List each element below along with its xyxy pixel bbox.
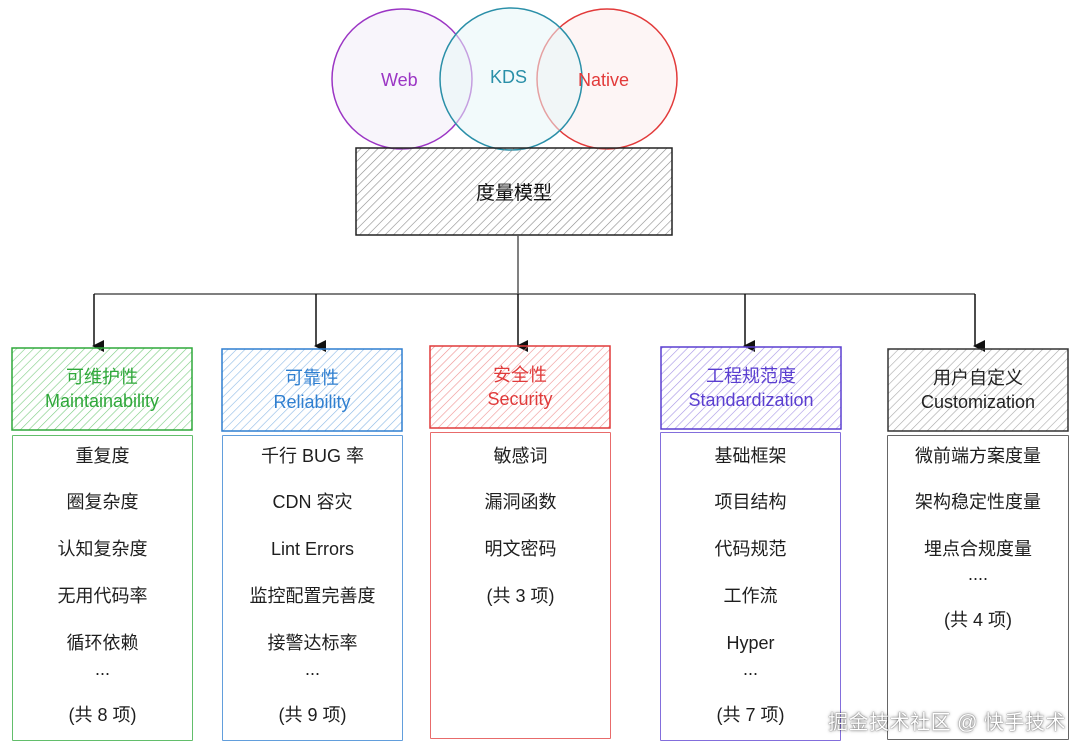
list-item: 项目结构 (714, 492, 787, 512)
list-item: 明文密码 (484, 539, 557, 559)
category-title-cn: 可靠性 (285, 368, 339, 388)
category-header-reliability: 可靠性 Reliability (222, 349, 402, 431)
list-item: 漏洞函数 (484, 492, 557, 512)
category-title-cn: 可维护性 (66, 367, 138, 387)
category-items-reliability: 千行 BUG 率 CDN 容灾 Lint Errors 监控配置完善度 接警达标… (223, 436, 402, 740)
category-title-cn: 工程规范度 (706, 366, 796, 386)
item-count: (共 8 项) (68, 705, 137, 725)
venn-label-native: Native (578, 70, 630, 90)
list-item: ... (742, 659, 758, 679)
list-item: 认知复杂度 (57, 539, 148, 559)
category-header-security: 安全性 Security (430, 346, 610, 428)
list-item: 代码规范 (714, 539, 787, 559)
category-title-en: Standardization (688, 390, 814, 410)
category-title-en: Maintainability (44, 391, 160, 411)
header-box-reliability (221, 348, 403, 432)
core-label: 度量模型 (475, 183, 552, 204)
header-box-maintainability (11, 347, 193, 431)
list-item: 微前端方案度量 (915, 446, 1041, 466)
list-item: 接警达标率 (267, 633, 358, 653)
list-item: 架构稳定性度量 (915, 492, 1041, 512)
category-title-en: Customization (920, 392, 1036, 412)
category-title-cn: 安全性 (493, 365, 547, 385)
item-count: (共 3 项) (486, 586, 555, 606)
header-box-standardization (660, 346, 842, 430)
watermark: 掘金技术社区 @ 快手技术 (828, 712, 1066, 734)
core-box (355, 147, 673, 236)
list-item: 圈复杂度 (66, 492, 139, 512)
list-item: 敏感词 (493, 446, 548, 466)
category-items-customization: 微前端方案度量 架构稳定性度量 埋点合规度量 .... (共 4 项) (888, 436, 1068, 739)
category-title-cn: 用户自定义 (933, 368, 1023, 388)
category-items-maintainability: 重复度 圈复杂度 认知复杂度 无用代码率 循环依赖 ... (共 8 项) (13, 436, 192, 740)
header-box-security (429, 345, 611, 429)
list-item: ... (304, 659, 320, 679)
list-item: 无用代码率 (57, 586, 148, 606)
category-header-customization: 用户自定义 Customization (888, 349, 1068, 431)
list-item: 基础框架 (714, 446, 787, 466)
category-title-en: Security (487, 389, 553, 409)
category-items-standardization: 基础框架 项目结构 代码规范 工作流 Hyper ... (共 7 项) (661, 433, 840, 740)
list-item: ... (94, 659, 110, 679)
list-item: 埋点合规度量 (924, 539, 1032, 559)
list-item: .... (967, 564, 988, 584)
list-item: Lint Errors (270, 539, 355, 559)
list-item: CDN 容灾 (272, 492, 353, 512)
category-header-standardization: 工程规范度 Standardization (661, 347, 841, 429)
header-box-customization (887, 348, 1069, 432)
category-items-security: 敏感词 漏洞函数 明文密码 (共 3 项) (431, 433, 610, 738)
venn-label-web: Web (381, 70, 418, 90)
list-item: Hyper (726, 633, 775, 653)
list-item: 循环依赖 (66, 633, 139, 653)
item-count: (共 4 项) (943, 610, 1012, 630)
list-item: 千行 BUG 率 (260, 446, 364, 466)
list-item: 工作流 (723, 586, 778, 606)
venn-label-kds: KDS (490, 67, 528, 87)
category-title-en: Reliability (273, 392, 351, 412)
item-count: (共 7 项) (716, 705, 785, 725)
list-item: 重复度 (75, 446, 130, 466)
item-count: (共 9 项) (278, 705, 347, 725)
list-item: 监控配置完善度 (249, 586, 376, 606)
category-header-maintainability: 可维护性 Maintainability (12, 348, 192, 430)
